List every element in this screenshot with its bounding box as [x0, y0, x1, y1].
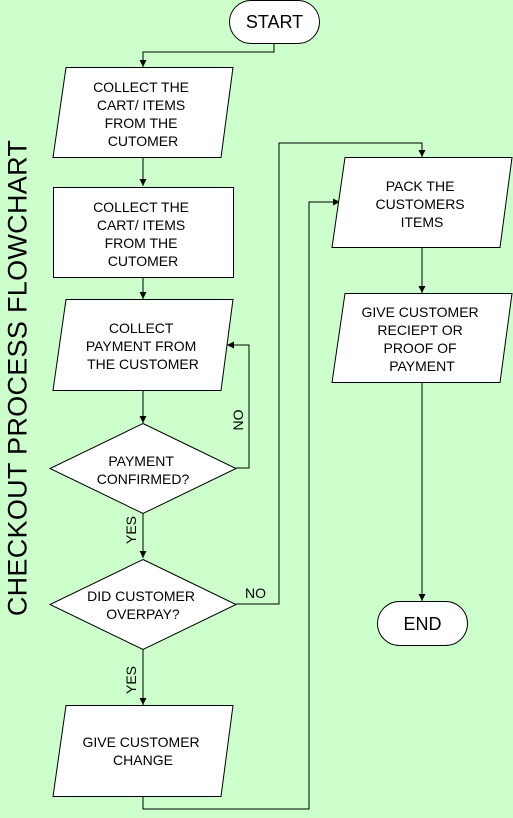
pack-items-parallelogram	[331, 157, 513, 248]
collect-items-1-label: COLLECT THE CART/ ITEMS FROM THE CUTOMER	[93, 79, 193, 149]
give-change-label: GIVE CUSTOMER CHANGE	[82, 734, 203, 768]
end-label: END	[403, 614, 441, 634]
did-overpay-decision	[48, 558, 238, 651]
give-change-parallelogram	[52, 705, 234, 797]
payment-no-label: NO	[230, 409, 246, 430]
collect-payment-parallelogram	[52, 299, 234, 391]
collect-payment-label: COLLECT PAYMENT FROM THE CUSTOMER	[86, 320, 200, 372]
edge-overpay-no	[236, 142, 426, 605]
collect-items-1-parallelogram	[52, 67, 234, 158]
edge-change-to-pack	[142, 198, 340, 810]
start-label: START	[246, 12, 303, 32]
payment-confirmed-decision	[48, 422, 238, 515]
pack-items-label: PACK THE CUSTOMERS ITEMS	[375, 178, 468, 230]
collect-items-2-label: COLLECT THE CART/ ITEMS FROM THE CUTOMER	[93, 199, 193, 269]
end-terminator	[377, 601, 468, 646]
payment-yes-label: YES	[123, 516, 139, 544]
overpay-no-label: NO	[245, 585, 266, 601]
give-receipt-parallelogram	[331, 293, 513, 383]
overpay-yes-label: YES	[123, 666, 139, 694]
connectors	[139, 44, 426, 810]
edge-confirmed-no-loop	[227, 341, 250, 469]
start-terminator	[229, 0, 320, 44]
collect-items-2-process	[53, 187, 234, 278]
node-labels: START COLLECT THE CART/ ITEMS FROM THE C…	[82, 12, 482, 768]
give-receipt-label: GIVE CUSTOMER RECIEPT OR PROOF OF PAYMEN…	[361, 304, 482, 374]
shapes	[48, 0, 513, 797]
did-overpay-label: DID CUSTOMER OVERPAY?	[87, 588, 199, 622]
edge-labels: NO YES NO YES	[123, 409, 266, 694]
payment-confirmed-label: PAYMENT CONFIRMED?	[97, 453, 190, 487]
edge-start-to-collect1	[139, 44, 275, 67]
